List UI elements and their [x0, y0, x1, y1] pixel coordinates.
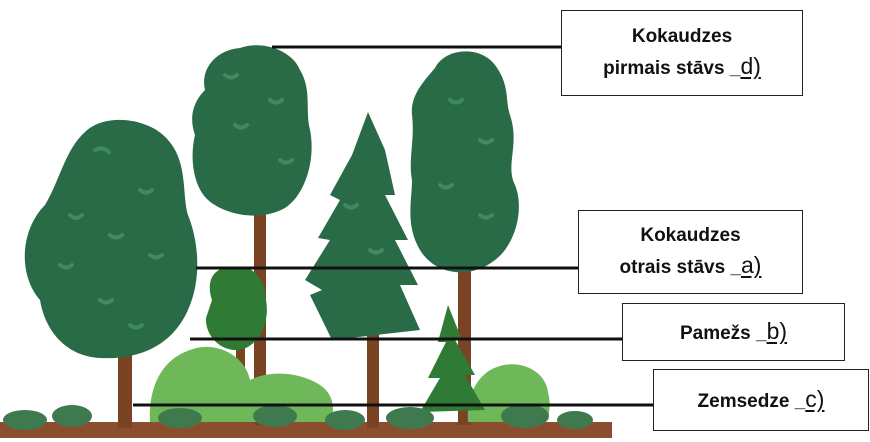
answer-undergrowth[interactable]: b) — [766, 318, 788, 345]
tree-crown-right — [410, 51, 519, 273]
tree-crown-left — [24, 119, 198, 359]
small-conifer — [420, 305, 485, 412]
ground-strip — [0, 422, 612, 438]
answer-second-layer[interactable]: a) — [741, 252, 762, 279]
answer-ground-cover[interactable]: c) — [805, 386, 825, 413]
label-first-layer: Kokaudzes pirmais stāvs _d) — [561, 10, 803, 96]
tree-crown-tall — [192, 45, 312, 216]
answer-first-layer[interactable]: d) — [740, 53, 761, 80]
label-undergrowth: Pamežs _b) — [622, 303, 845, 361]
leader-lines — [133, 45, 653, 407]
label-ground-cover: Zemsedze _c) — [653, 369, 869, 431]
conifer-crown — [305, 112, 420, 340]
blank: _ — [729, 58, 741, 80]
label-second-layer-line1: Kokaudzes — [640, 224, 741, 246]
label-ground-cover-text: Zemsedze — [697, 391, 790, 413]
ground-cover-shrubs — [3, 404, 593, 430]
label-undergrowth-text: Pamežs — [679, 323, 751, 345]
small-tree-crown — [205, 266, 267, 351]
blank: _ — [730, 257, 742, 279]
label-first-layer-line2: pirmais stāvs — [603, 58, 725, 80]
label-first-layer-line1: Kokaudzes — [631, 25, 733, 47]
leaf-spots — [58, 73, 494, 330]
blank: _ — [794, 391, 806, 413]
label-second-layer: Kokaudzes otrais stāvs _a) — [578, 210, 803, 294]
tree-trunk — [367, 330, 379, 428]
label-second-layer-line2: otrais stāvs — [619, 257, 726, 279]
blank: _ — [756, 323, 767, 345]
